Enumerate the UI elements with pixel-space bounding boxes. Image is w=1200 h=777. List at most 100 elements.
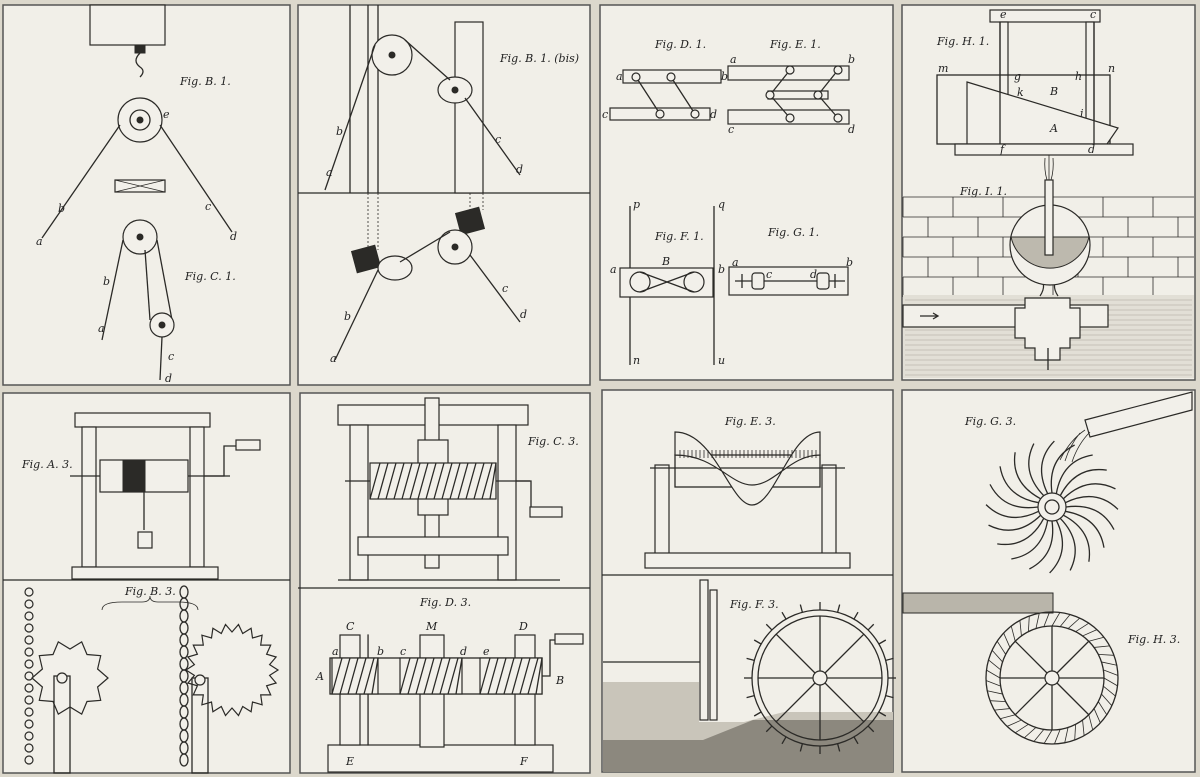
svg-text:d: d [710,108,717,121]
chain-pin [24,719,34,729]
worm-thread [535,657,543,695]
paddle [765,725,773,733]
wheel-spoke [775,677,821,723]
worm-thread [409,462,421,500]
worm-thread [369,462,381,500]
svg-text:h: h [1075,70,1082,83]
svg-text:d: d [460,645,467,658]
gear-teeth [184,623,280,717]
weight-left [350,244,382,274]
turbine-blade [997,518,1045,546]
chain-pin [24,755,34,765]
chain-pin [24,635,34,645]
worm-thread [455,657,463,695]
wheel-spoke [819,633,865,679]
wheel-spoke [1014,640,1053,679]
svg-text:a: a [616,70,623,83]
paddle [878,711,887,717]
bucket [1088,636,1105,642]
svg-text:a: a [36,235,43,248]
paddle [878,639,887,645]
fig-f3-caption: Fig. F. 3. [729,598,779,611]
fig-e3-caption: Fig. E. 3. [724,415,776,428]
svg-text:E: E [345,755,354,768]
svg-text:g: g [1014,70,1021,83]
svg-text:k: k [1017,86,1024,99]
svg-text:d: d [516,163,523,176]
bucket [994,708,1010,711]
chain-pin [24,683,34,693]
bucket [1043,611,1050,627]
worm-body [331,657,379,695]
turbine-blade [1059,468,1107,496]
svg-text:b: b [377,645,384,658]
turbine-blade [1062,483,1116,500]
svg-text:a: a [732,256,739,269]
worm-thread [457,462,469,500]
panel-fig-b1-bis: Fig. B. 1. (bis) b a c d b a c d [297,4,591,386]
worm-thread [417,462,429,500]
svg-text:C: C [346,620,355,633]
turbine-blade [999,466,1039,504]
worm-thread [495,657,507,695]
bucket [996,640,1007,655]
svg-text:c: c [728,123,734,136]
svg-text:n: n [1108,62,1115,75]
paddle [853,736,859,745]
worm-thread [425,462,437,500]
svg-text:d: d [810,268,817,281]
bucket [1075,622,1090,633]
bucket [1014,723,1029,734]
chain-pin [24,599,34,609]
ceiling-block [89,4,166,46]
turbine-axle [1044,499,1060,515]
paddle [746,657,755,662]
paddle [799,604,804,613]
svg-text:a: a [326,166,333,179]
svg-text:a: a [330,352,337,365]
fig-b3-caption: Fig. B. 3. [124,585,176,598]
bucket [1101,661,1117,666]
panel-fig-c3-d3: Fig. C. 3. Fig. D. 3. A B C M D E F a b … [298,392,591,774]
fig-a3-caption: Fig. A. 3. [21,458,73,471]
bucket [1043,729,1053,744]
svg-text:d: d [230,230,237,243]
svg-text:d: d [520,308,527,321]
svg-text:e: e [1000,8,1007,21]
svg-text:b: b [344,310,351,323]
bucket [1093,708,1101,724]
worm-thread [415,657,427,695]
paddle [867,725,875,733]
svg-text:b: b [718,263,725,276]
bucket [1035,613,1040,629]
chain-pin [24,731,34,741]
wheel-spoke [1051,640,1090,679]
water-chute [1084,391,1193,438]
svg-text:M: M [425,620,438,633]
bucket [999,714,1016,720]
worm-thread [331,657,343,695]
bucket-turbine-wheel [985,440,1119,574]
flume [902,592,1054,614]
chain-pin [24,695,34,705]
worm-thread [347,657,359,695]
turbine-blade [1028,443,1045,497]
curved-trough [674,431,821,506]
turbine-blade [1063,514,1091,562]
worm-thread [377,462,389,500]
turbine-blade [1065,495,1119,510]
worm-thread [487,657,499,695]
worm-thread [481,462,493,500]
paddle [746,694,755,699]
worm-thread [433,462,445,500]
fig-b1-bis-caption: Fig. B. 1. (bis) [499,52,579,65]
paddle [836,604,841,613]
chain-pin [24,611,34,621]
paddle [885,657,894,662]
flow-arrow-icon [920,312,940,320]
chain-pin [24,623,34,633]
fig-i1-caption: Fig. I. 1. [959,185,1007,198]
bucket-water-wheel [985,611,1119,745]
panel-fig-h1-i1: Fig. H. 1. B A g k h i m n e c f d Fig. … [901,4,1196,381]
